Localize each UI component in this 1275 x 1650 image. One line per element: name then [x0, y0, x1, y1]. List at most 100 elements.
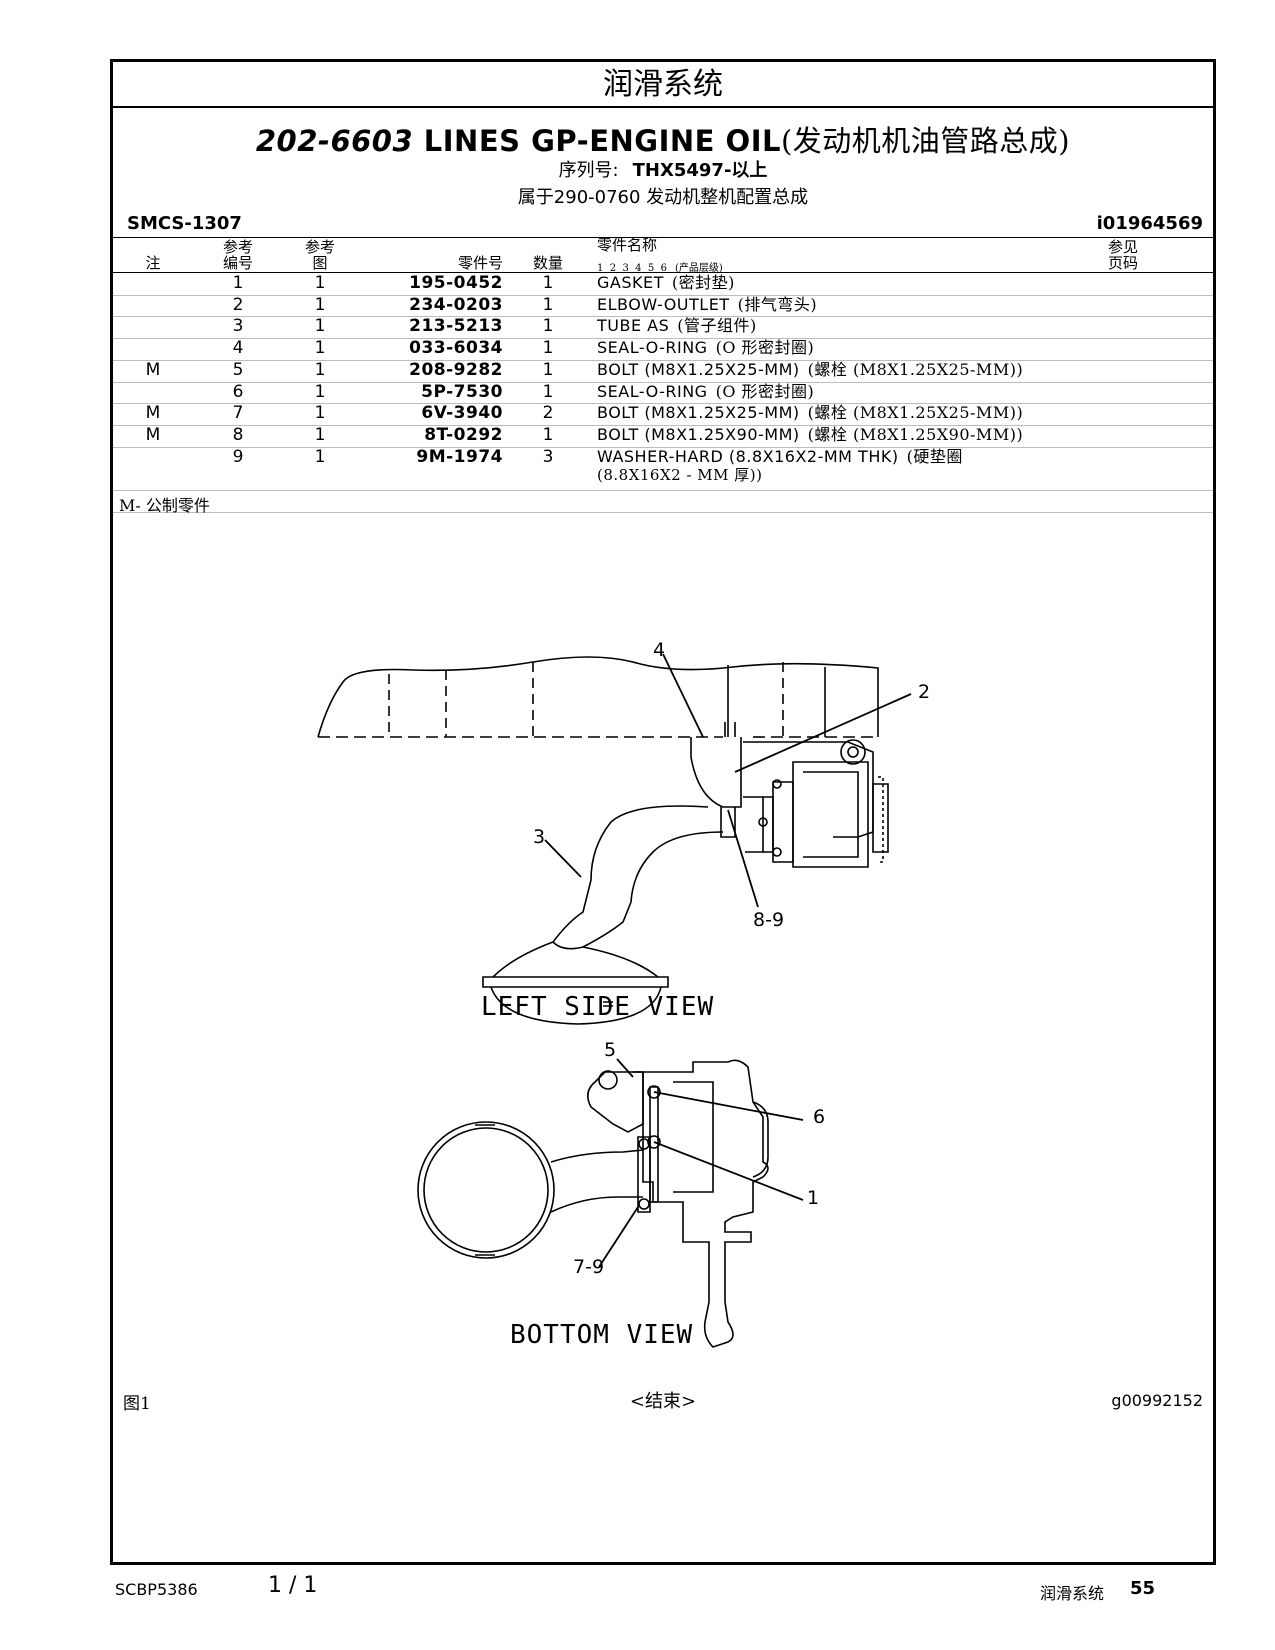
- row-part-name-cn: (密封垫): [671, 273, 735, 292]
- illustration-id: i01964569: [1096, 213, 1203, 234]
- header-rule: [113, 272, 1213, 273]
- row-divider: [113, 338, 1213, 339]
- row-ref-figure: 1: [314, 447, 326, 467]
- col-part-name: 零件名称: [597, 236, 658, 254]
- smcs-code: SMCS-1307: [127, 213, 242, 234]
- row-part-name: SEAL-O-RING(O 形密封圈): [597, 382, 814, 402]
- row-part-number: 234-0203: [409, 295, 503, 315]
- row-part-name-cn: (O 形密封圈): [715, 338, 815, 357]
- section-title: 润滑系统: [113, 62, 1213, 108]
- belongs-to: 属于290-0760 发动机整机配置总成: [517, 187, 809, 208]
- row-part-number: 9M-1974: [416, 447, 503, 467]
- row-note: M: [145, 425, 161, 445]
- serial-label: 序列号:: [558, 160, 619, 181]
- callout-leaders: [544, 653, 912, 1268]
- row-part-number: 033-6034: [409, 338, 503, 358]
- callout-7-9: 7-9: [573, 1256, 605, 1278]
- col-note: 注: [145, 254, 161, 272]
- col-ref-1: 参考: [222, 238, 253, 256]
- serial-value: THX5497-以上: [632, 160, 768, 181]
- row-divider: [113, 490, 1213, 491]
- group-part-number: 202-6603: [255, 124, 414, 158]
- row-part-number: 8T-0292: [424, 425, 503, 445]
- row-ref-number: 9: [232, 447, 244, 467]
- row-part-name-en: WASHER-HARD (8.8X16X2-MM THK): [597, 447, 899, 466]
- row-note: M: [145, 403, 161, 423]
- page-number: 55: [1130, 1578, 1156, 1599]
- row-quantity: 1: [542, 425, 554, 445]
- row-quantity: 2: [542, 403, 554, 423]
- row-part-name-cn: (管子组件): [677, 316, 757, 335]
- graphic-id: g00992152: [1111, 1391, 1203, 1410]
- row-part-name-en: TUBE AS: [597, 316, 670, 335]
- row-ref-figure: 1: [314, 403, 326, 423]
- callout-2: 2: [918, 681, 931, 703]
- footer-section: 润滑系统: [1040, 1584, 1105, 1603]
- row-part-number: 195-0452: [409, 273, 503, 293]
- row-part-name-en: GASKET: [597, 273, 664, 292]
- row-part-name-cn: (螺栓 (M8X1.25X25-MM)): [807, 360, 1024, 379]
- row-part-name-en: SEAL-O-RING: [597, 382, 708, 401]
- row-ref-number: 5: [232, 360, 244, 380]
- row-part-name: BOLT (M8X1.25X25-MM) (螺栓 (M8X1.25X25-MM)): [597, 360, 1023, 380]
- doc-number: SCBP5386: [115, 1580, 198, 1599]
- row-quantity: 1: [542, 316, 554, 336]
- row-part-number: 208-9282: [409, 360, 503, 380]
- row-part-name: GASKET (密封垫): [597, 273, 735, 293]
- table-top-rule: [113, 237, 1213, 238]
- row-part-name: BOLT (M8X1.25X90-MM)(螺栓 (M8X1.25X90-MM)): [597, 425, 1023, 445]
- row-ref-number: 2: [232, 295, 244, 315]
- row-part-name-en: ELBOW-OUTLET: [597, 295, 730, 314]
- row-ref-figure: 1: [314, 360, 326, 380]
- row-ref-number: 3: [232, 316, 244, 336]
- row-part-name-cn: (螺栓 (M8X1.25X90-MM)): [807, 425, 1024, 444]
- page-frame: 润滑系统 202-6603 LINES GP-ENGINE OIL(发动机机油管…: [110, 59, 1216, 1565]
- group-title: 202-6603 LINES GP-ENGINE OIL(发动机机油管路总成): [113, 118, 1213, 160]
- row-quantity: 1: [542, 273, 554, 293]
- row-divider: [113, 316, 1213, 317]
- row-quantity: 1: [542, 382, 554, 402]
- row-ref-figure: 1: [314, 273, 326, 293]
- row-quantity: 1: [542, 338, 554, 358]
- row-ref-number: 6: [232, 382, 244, 402]
- row-note: M: [145, 360, 161, 380]
- row-divider: [113, 295, 1213, 296]
- row-quantity: 3: [542, 447, 554, 467]
- col-part-number: 零件号: [457, 254, 503, 272]
- row-part-name-cn: (螺栓 (M8X1.25X25-MM)): [807, 403, 1024, 422]
- callout-6: 6: [813, 1106, 826, 1128]
- callout-1: 1: [807, 1187, 820, 1209]
- col-see-page-2: 页码: [1107, 254, 1138, 272]
- row-part-name-en: SEAL-O-RING: [597, 338, 708, 357]
- row-part-name-en: BOLT (M8X1.25X25-MM): [597, 360, 800, 379]
- col-see-page-1: 参见: [1107, 238, 1138, 256]
- row-divider: [113, 360, 1213, 361]
- group-name-cn: (发动机机油管路总成): [780, 124, 1071, 158]
- row-ref-figure: 1: [314, 382, 326, 402]
- parts-drawing: [317, 653, 912, 1348]
- callout-5: 5: [604, 1039, 617, 1061]
- row-part-number: 213-5213: [409, 316, 503, 336]
- footnote: M- 公制零件: [119, 496, 210, 515]
- row-ref-figure: 1: [314, 316, 326, 336]
- row-part-name-en: BOLT (M8X1.25X25-MM): [597, 403, 800, 422]
- row-part-name: WASHER-HARD (8.8X16X2-MM THK)(硬垫圈: [597, 447, 963, 467]
- col-fig-1: 参考: [304, 238, 335, 256]
- figure-label: 图1: [123, 1394, 151, 1414]
- row-part-name: ELBOW-OUTLET(排气弯头): [597, 295, 817, 315]
- row-part-name: SEAL-O-RING (O 形密封圈): [597, 338, 814, 358]
- group-name: LINES GP-ENGINE OIL: [423, 124, 781, 158]
- footnote-rule: [113, 512, 1213, 513]
- row-divider: [113, 403, 1213, 404]
- row-ref-number: 1: [232, 273, 244, 293]
- view-label-left-side: LEFT SIDE VIEW: [481, 992, 715, 1022]
- page-of: 1 / 1: [268, 1573, 318, 1598]
- callout-4: 4: [653, 639, 666, 661]
- col-fig-2: 图: [312, 254, 328, 272]
- row-quantity: 1: [542, 295, 554, 315]
- end-mark: <结束>: [629, 1391, 697, 1412]
- row-quantity: 1: [542, 360, 554, 380]
- row-ref-figure: 1: [314, 425, 326, 445]
- left-side-view-drawing: [317, 656, 889, 1025]
- row-ref-number: 7: [232, 403, 244, 423]
